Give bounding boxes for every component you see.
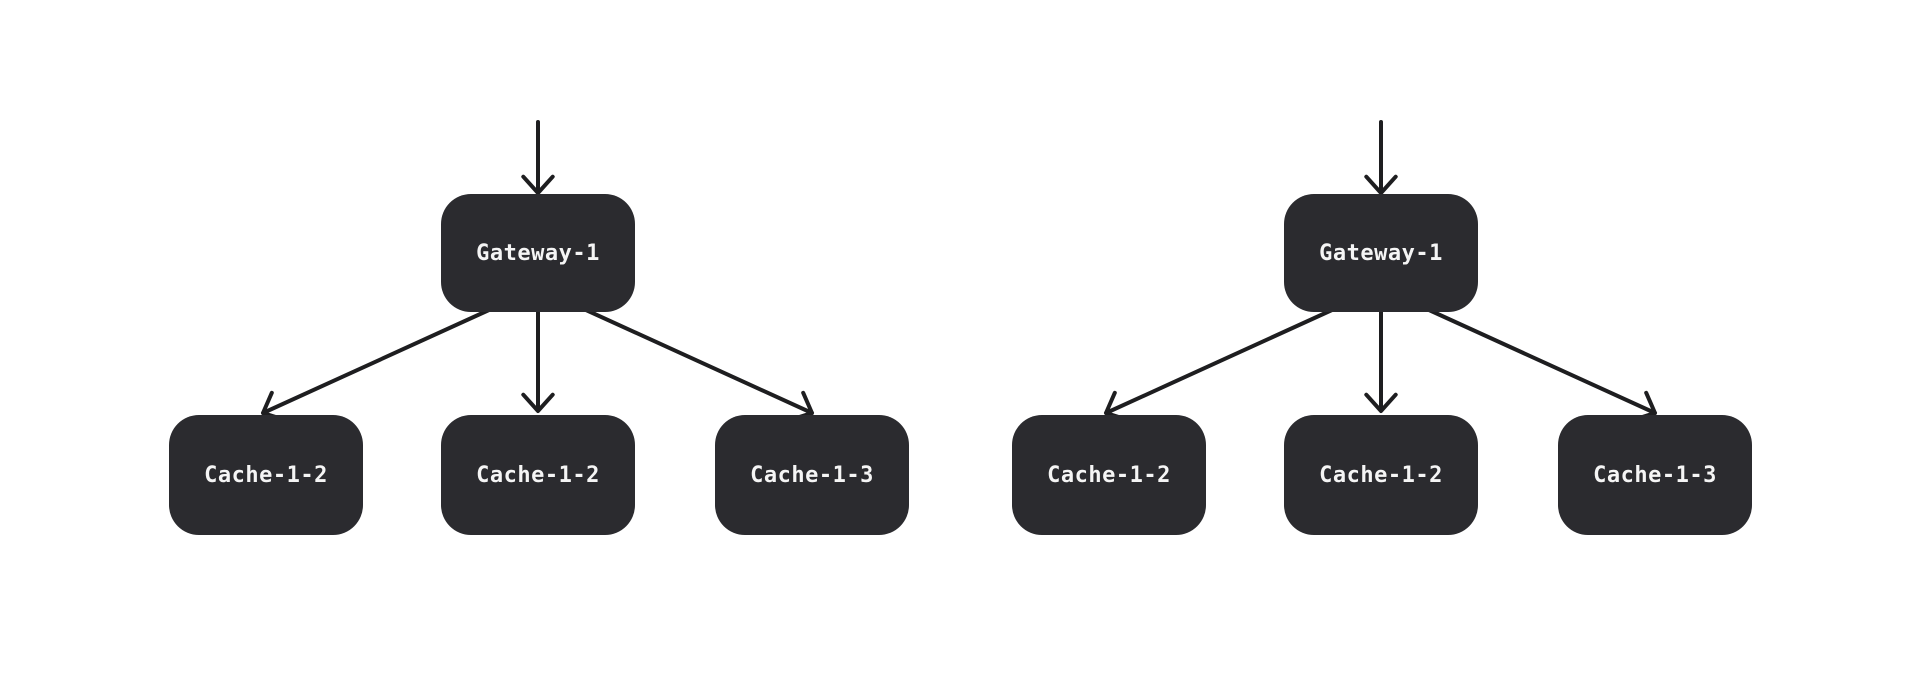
right-edge-gateway-to-cache-3 [1427, 308, 1657, 422]
left-cache-node-1: Cache-1-2 [169, 415, 363, 535]
left-cache-label-3: Cache-1-3 [750, 462, 874, 488]
right-edge-gateway-to-cache-1 [1104, 308, 1334, 422]
left-gateway-label: Gateway-1 [476, 240, 600, 266]
left-cache-node-2: Cache-1-2 [441, 415, 635, 535]
right-edge-gateway-to-cache-2 [1364, 310, 1398, 413]
left-cache-label-2: Cache-1-2 [476, 462, 600, 488]
right-cache-node-1: Cache-1-2 [1012, 415, 1206, 535]
left-edge-gateway-to-cache-3 [584, 308, 814, 422]
left-gateway-node: Gateway-1 [441, 194, 635, 312]
right-cache-label-2: Cache-1-2 [1319, 462, 1443, 488]
left-edge-gateway-to-cache-2 [521, 310, 555, 413]
right-cache-node-2: Cache-1-2 [1284, 415, 1478, 535]
right-cache-label-1: Cache-1-2 [1047, 462, 1171, 488]
right-incoming-arrow [1364, 120, 1398, 195]
left-cache-node-3: Cache-1-3 [715, 415, 909, 535]
right-gateway-label: Gateway-1 [1319, 240, 1443, 266]
right-cache-node-3: Cache-1-3 [1558, 415, 1752, 535]
left-edge-gateway-to-cache-1 [261, 308, 491, 422]
left-incoming-arrow [521, 120, 555, 195]
right-gateway-node: Gateway-1 [1284, 194, 1478, 312]
left-cache-label-1: Cache-1-2 [204, 462, 328, 488]
right-cache-label-3: Cache-1-3 [1593, 462, 1717, 488]
